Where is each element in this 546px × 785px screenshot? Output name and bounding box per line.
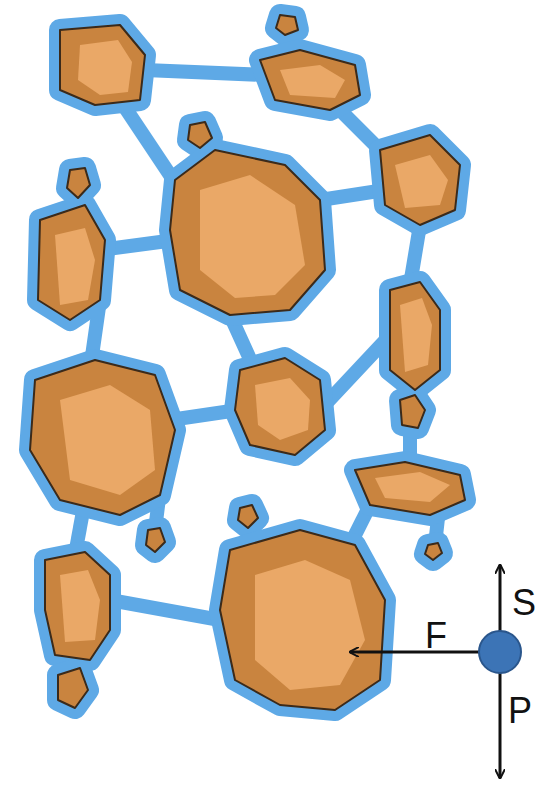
force-arrows xyxy=(350,565,500,778)
soil-particles xyxy=(30,15,465,710)
force-label: F xyxy=(425,618,447,654)
force-label: P xyxy=(508,693,532,729)
water-particle xyxy=(479,631,521,673)
particle-highlights xyxy=(55,40,450,690)
water-films xyxy=(30,15,465,710)
force-label: S xyxy=(512,585,536,621)
